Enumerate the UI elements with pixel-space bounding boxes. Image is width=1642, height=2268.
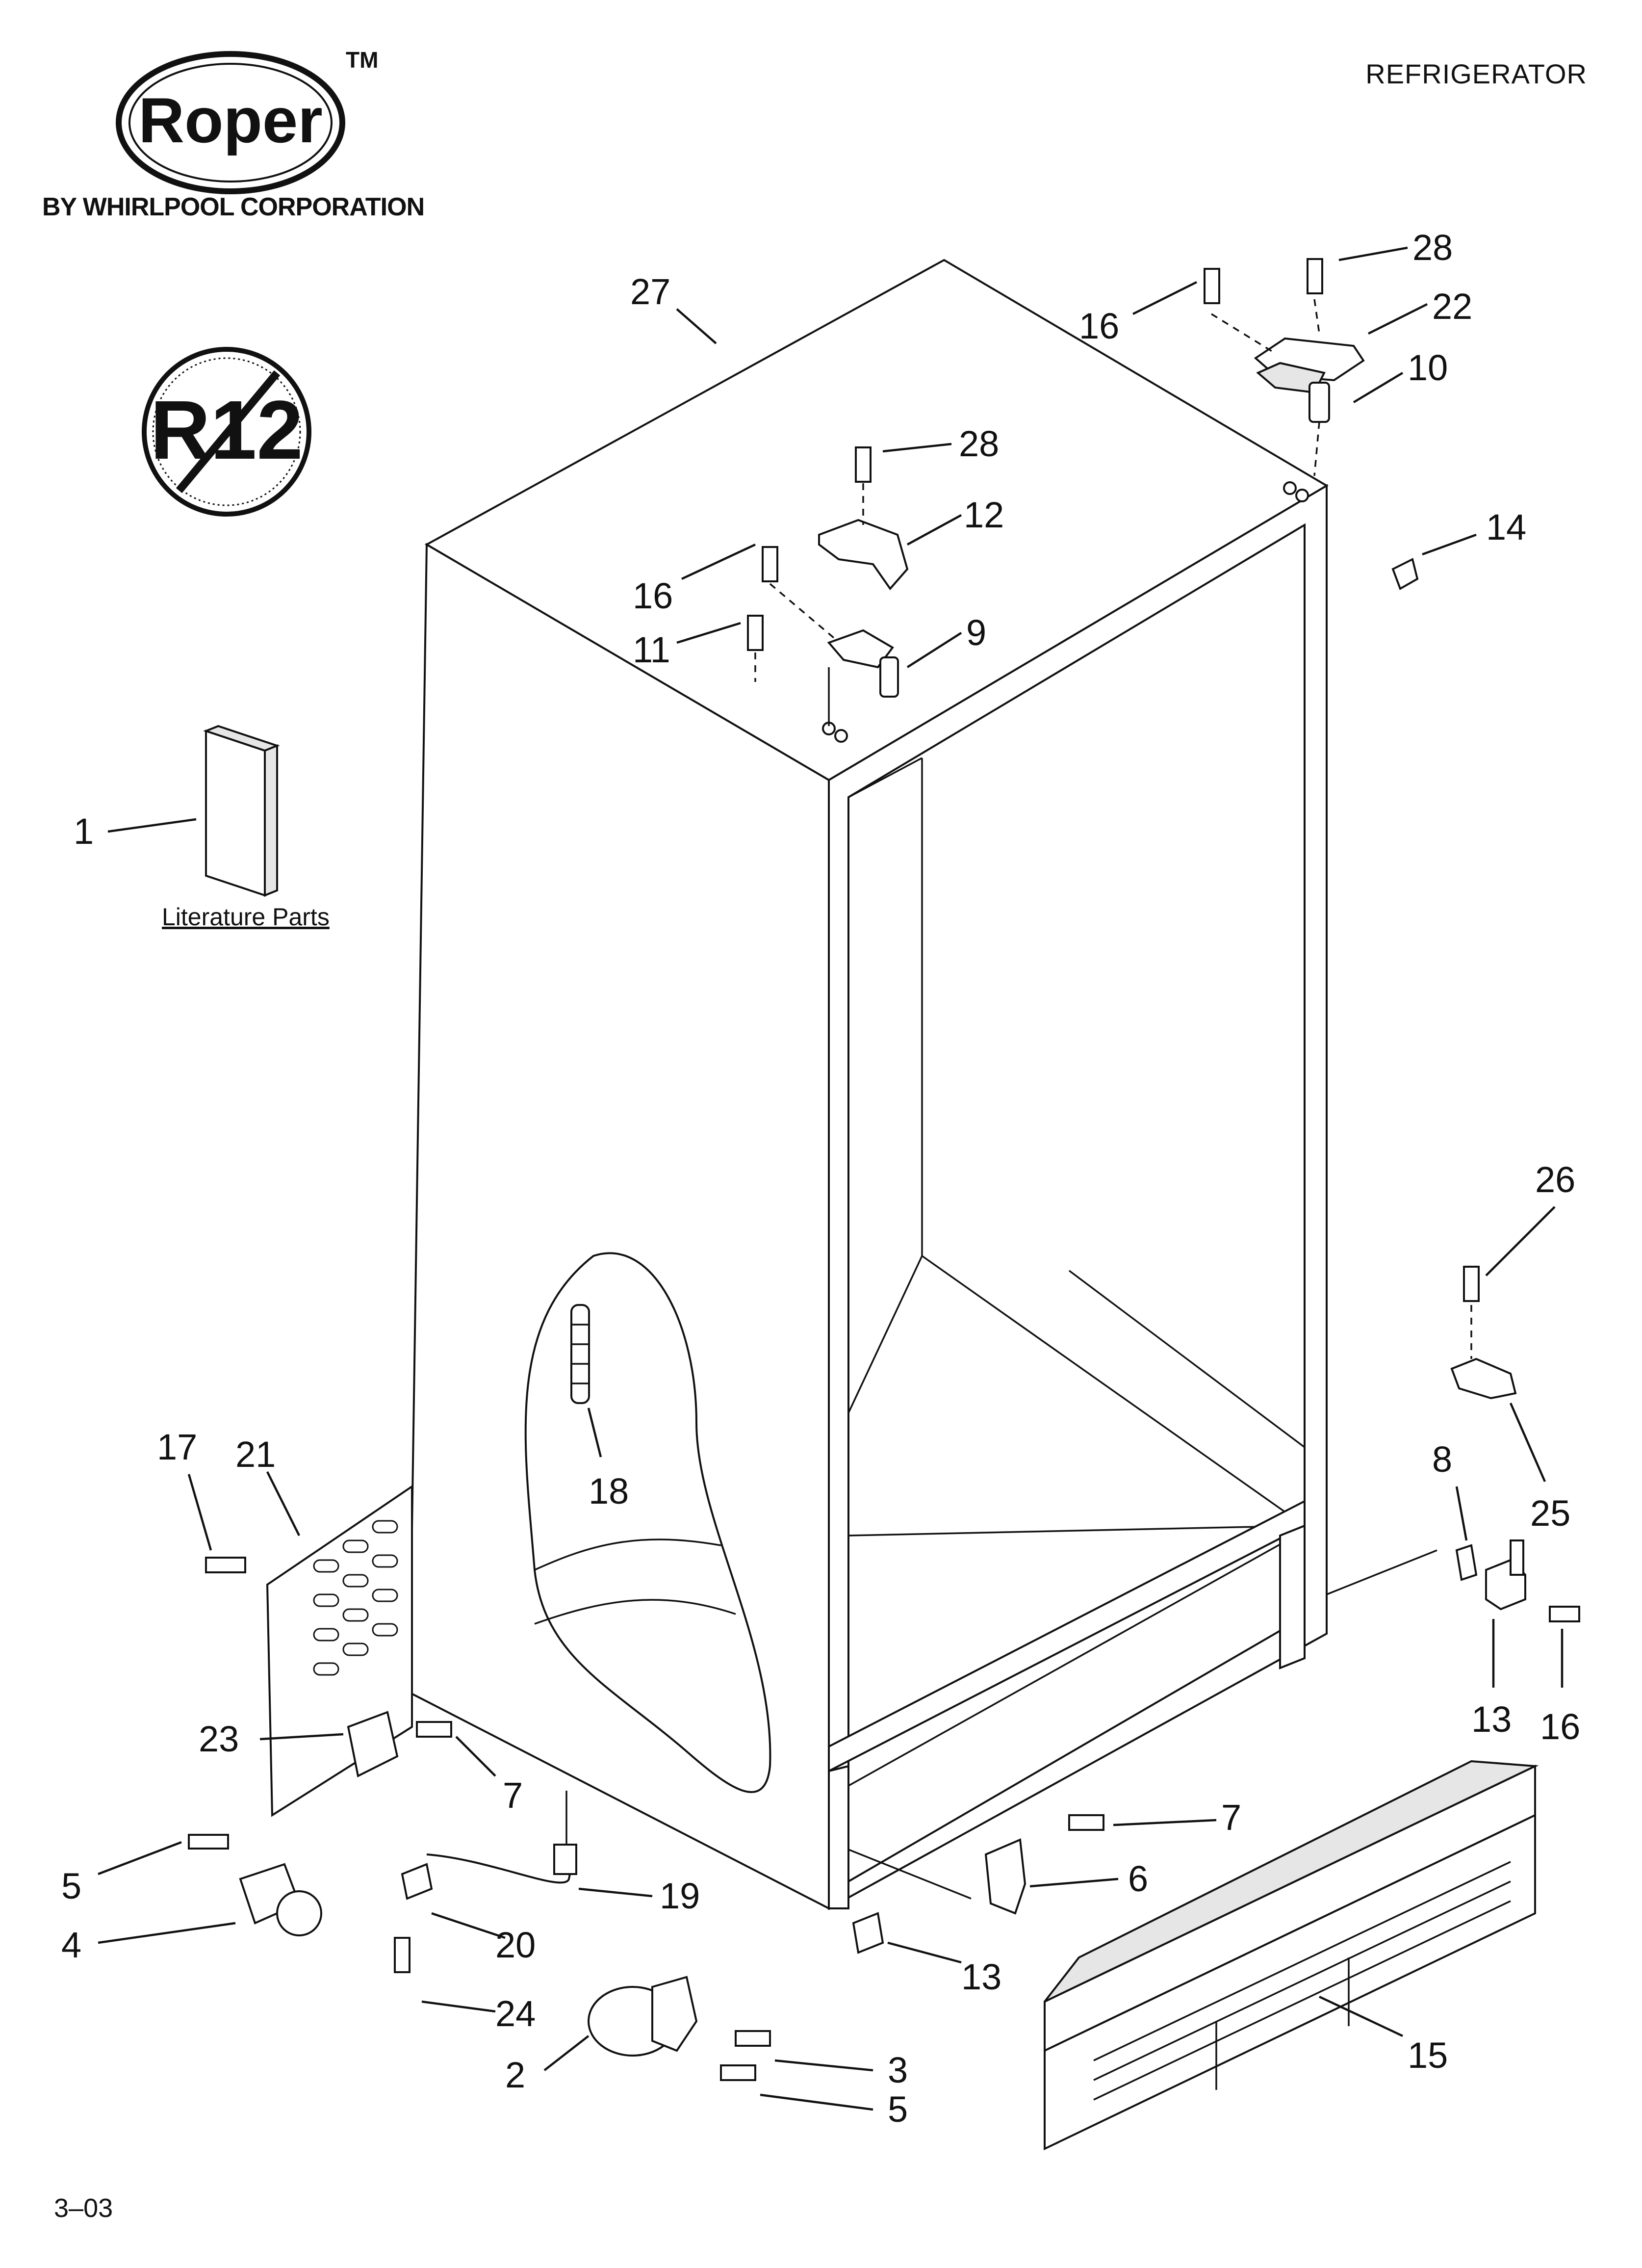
callout-12: 12 xyxy=(964,495,1004,535)
callout-17: 17 xyxy=(157,1427,197,1467)
no-r12-icon: R12 xyxy=(142,347,311,517)
callout-8: 8 xyxy=(1432,1439,1452,1480)
callout-18: 18 xyxy=(589,1471,629,1512)
callout-26: 26 xyxy=(1535,1159,1575,1200)
left-bracket xyxy=(347,1711,452,1777)
brand-tagline: BY WHIRLPOOL CORPORATION xyxy=(42,193,425,221)
callout-13: 13 xyxy=(1471,1699,1512,1740)
callout-5: 5 xyxy=(888,2089,908,2130)
callout-15: 15 xyxy=(1408,2035,1448,2076)
callout-10: 10 xyxy=(1408,347,1448,388)
callout-20: 20 xyxy=(495,1925,536,1965)
callout-2: 2 xyxy=(505,2055,525,2095)
callout-14: 14 xyxy=(1486,507,1526,547)
callout-13: 13 xyxy=(961,1956,1001,1997)
callout-24: 24 xyxy=(495,1993,536,2034)
callout-7: 7 xyxy=(503,1775,523,1816)
top-hinge-center xyxy=(747,446,909,726)
water-tube xyxy=(394,1791,577,1973)
callout-11: 11 xyxy=(633,629,670,670)
callout-4: 4 xyxy=(61,1925,81,1965)
callout-28: 28 xyxy=(959,423,999,464)
callout-7: 7 xyxy=(1221,1797,1241,1838)
callout-16: 16 xyxy=(633,575,673,616)
literature-parts-label: Literature Parts xyxy=(162,903,330,931)
callout-labels: 27 28 22 16 10 28 12 16 11 9 14 1 26 25 … xyxy=(61,227,1580,2130)
cabinet xyxy=(408,259,1329,1910)
page-code: 3–03 xyxy=(54,2193,113,2223)
callout-3: 3 xyxy=(888,2050,908,2090)
callout-21: 21 xyxy=(235,1434,276,1475)
callout-1: 1 xyxy=(74,811,94,852)
svg-text:TM: TM xyxy=(346,47,378,73)
callout-27: 27 xyxy=(630,271,670,312)
top-hinge-right xyxy=(1204,258,1419,590)
callout-19: 19 xyxy=(660,1876,700,1916)
bottom-bracket xyxy=(848,1814,1104,1954)
callout-23: 23 xyxy=(199,1719,239,1759)
callout-16: 16 xyxy=(1079,306,1119,346)
front-roller xyxy=(188,1834,322,1936)
literature-booklet xyxy=(203,725,280,897)
document-title: REFRIGERATOR xyxy=(1365,58,1587,89)
left-rear-grille xyxy=(205,1485,413,1817)
callout-9: 9 xyxy=(966,612,986,653)
callout-6: 6 xyxy=(1128,1858,1148,1899)
callout-28: 28 xyxy=(1412,227,1453,268)
callout-5: 5 xyxy=(61,1866,81,1906)
right-bottom-hinge xyxy=(1326,1266,1580,1622)
leader-lines xyxy=(98,246,1564,2111)
callout-25: 25 xyxy=(1530,1493,1570,1534)
drain-tube xyxy=(570,1304,590,1404)
roper-logo: Roper TM xyxy=(116,47,378,194)
rear-roller xyxy=(588,1976,771,2081)
toe-grille xyxy=(1044,1760,1539,2151)
callout-22: 22 xyxy=(1432,286,1472,327)
svg-text:Roper: Roper xyxy=(138,84,323,156)
callout-16: 16 xyxy=(1540,1706,1580,1747)
